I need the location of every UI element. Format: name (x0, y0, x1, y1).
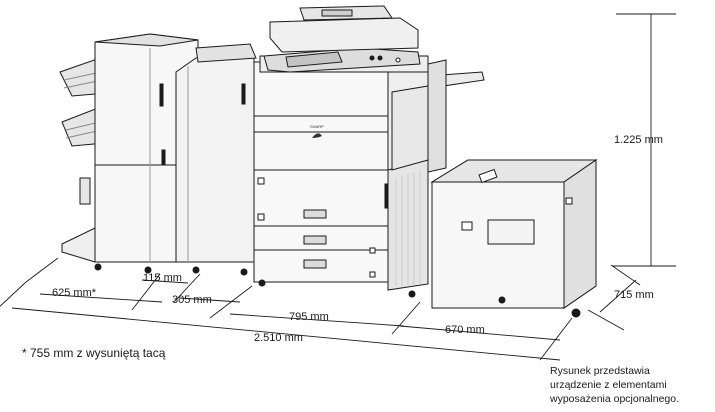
finisher-stapler-latch (79, 177, 91, 205)
dimension-labels: 1.225 mm 715 mm 625 mm* 115 mm 305 mm 79… (52, 134, 663, 344)
main-body (253, 61, 389, 283)
ltc-width-dimension: 670 mm (445, 324, 485, 336)
lct-handle (487, 219, 535, 245)
paper-drawer-handle-3 (303, 259, 327, 269)
brand-mark: SHARP (310, 124, 324, 129)
caption-line-1: Rysunek przedstawia (550, 365, 650, 377)
paper-drawer-handle-2 (303, 235, 327, 245)
main-width-dimension: 795 mm (289, 311, 329, 323)
touch-screen (285, 51, 343, 68)
casters (94, 263, 581, 318)
total-width-dimension: 2.510 mm (254, 332, 303, 344)
caption-line-3: wyposażenia opcjonalnego. (550, 393, 680, 405)
punch-width-dimension: 305 mm (172, 294, 212, 306)
paper-drawer-handle-1 (303, 209, 327, 219)
document-feeder (269, 17, 419, 53)
finisher-width-dimension: 625 mm* (52, 287, 97, 299)
caption-line-2: urządzenie z elementami (550, 379, 667, 391)
footnote: * 755 mm z wysuniętą tacą (22, 346, 166, 360)
depth-dimension: 715 mm (614, 289, 654, 301)
inserter-width-dimension: 115 mm (143, 272, 182, 284)
copier-illustration: SHARP (59, 5, 598, 318)
brand-swoosh-icon (312, 133, 322, 138)
caption: Rysunek przedstawia urządzenie z element… (550, 364, 679, 406)
height-dimension: 1.225 mm (614, 134, 663, 146)
dimension-lines (0, 13, 676, 361)
